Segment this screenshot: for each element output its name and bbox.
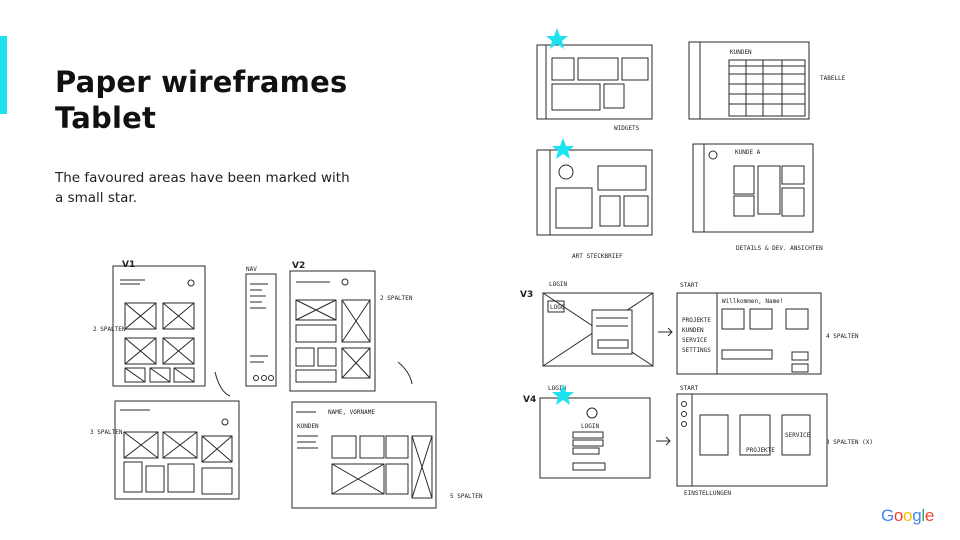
label-two-columns: 2 SPALTEN bbox=[93, 326, 126, 333]
label-v2: V2 bbox=[292, 261, 305, 271]
label-nav: NAV bbox=[246, 266, 257, 273]
label-service-menu: SERVICE bbox=[682, 337, 708, 344]
sketch-dashboard-b bbox=[536, 149, 653, 236]
label-login-v4: LOGIN bbox=[548, 385, 566, 392]
logo-g2: g bbox=[912, 506, 922, 525]
label-four-spalten: 4 SPALTEN bbox=[826, 333, 859, 340]
slide-title: Paper wireframes Tablet bbox=[55, 64, 347, 136]
logo-g1: G bbox=[880, 506, 894, 525]
logo-o1: o bbox=[893, 506, 904, 525]
google-logo: Google bbox=[881, 506, 934, 526]
label-projekte-menu: PROJEKTE bbox=[682, 317, 711, 324]
label-login-v3: LOGIN bbox=[549, 281, 567, 288]
favourite-star-icon-3 bbox=[552, 384, 574, 405]
favourite-star-icon-2 bbox=[552, 138, 574, 159]
label-kunden-menu: KUNDEN bbox=[682, 327, 704, 334]
label-details: DETAILS & DEV. ANSICHTEN bbox=[736, 245, 823, 252]
sketch-v2-nav bbox=[245, 273, 277, 387]
logo-o2: o bbox=[903, 506, 913, 525]
label-five-columns: 5 SPALTEN bbox=[450, 493, 483, 500]
label-name-field: NAME, VORNAME bbox=[328, 409, 375, 416]
sketch-v2-top bbox=[289, 270, 376, 392]
logo-e: e bbox=[924, 506, 934, 525]
sketch-v4-start: PROJEKTE SERVICE bbox=[676, 393, 828, 487]
label-widgets: WIDGETS bbox=[614, 125, 640, 132]
label-kunden: KUNDEN bbox=[297, 423, 319, 430]
label-willkommen: Willkommen, Name! bbox=[722, 298, 783, 305]
label-v4: V4 bbox=[523, 395, 536, 405]
favourite-star-icon-1 bbox=[546, 28, 568, 49]
label-three-spalten-x: 3 SPALTEN (X) bbox=[826, 439, 873, 446]
title-line-2: Tablet bbox=[55, 101, 157, 135]
sketch-customer-detail: KUNDE A bbox=[692, 143, 814, 233]
label-two-columns-b: 2 SPALTEN bbox=[380, 295, 413, 302]
label-start-v3: START bbox=[680, 282, 698, 289]
sketch-v2-bottom: NAME, VORNAME KUNDEN bbox=[291, 401, 437, 509]
sketch-v3-start: Willkommen, Name! PROJEKTE KUNDEN SERVIC… bbox=[676, 292, 822, 375]
sketch-v4-login: LOGIN bbox=[539, 397, 651, 479]
label-service-card: SERVICE bbox=[785, 432, 811, 439]
label-kunden-b: KUNDEN bbox=[730, 49, 752, 56]
label-logo: LOGO bbox=[550, 304, 565, 311]
label-einstellungen: EINSTELLUNGEN bbox=[684, 490, 731, 497]
label-settings-menu: SETTINGS bbox=[682, 347, 711, 354]
accent-bar bbox=[0, 36, 7, 114]
sketch-dashboard-a bbox=[536, 44, 653, 120]
label-start-v4: START bbox=[680, 385, 698, 392]
label-art-steckbrief: ART STECKBRIEF bbox=[572, 253, 623, 260]
label-projekte-card: PROJEKTE bbox=[746, 447, 775, 454]
label-kunden-a: KUNDE A bbox=[735, 149, 761, 156]
slide-subtitle: The favoured areas have been marked with… bbox=[55, 170, 350, 206]
label-v1: V1 bbox=[122, 260, 135, 270]
label-login-v4-box: LOGIN bbox=[581, 423, 599, 430]
logo-l: l bbox=[921, 506, 925, 525]
sketch-v3-login bbox=[542, 292, 654, 367]
label-v3: V3 bbox=[520, 290, 533, 300]
sketch-v1-bottom bbox=[114, 400, 240, 500]
sketch-v1-top bbox=[112, 265, 206, 387]
title-line-1: Paper wireframes bbox=[55, 65, 348, 99]
sketch-table-a: KUNDEN bbox=[688, 41, 810, 120]
label-tabelle: TABELLE bbox=[820, 75, 846, 82]
label-three-columns: 3 SPALTEN bbox=[90, 429, 123, 436]
